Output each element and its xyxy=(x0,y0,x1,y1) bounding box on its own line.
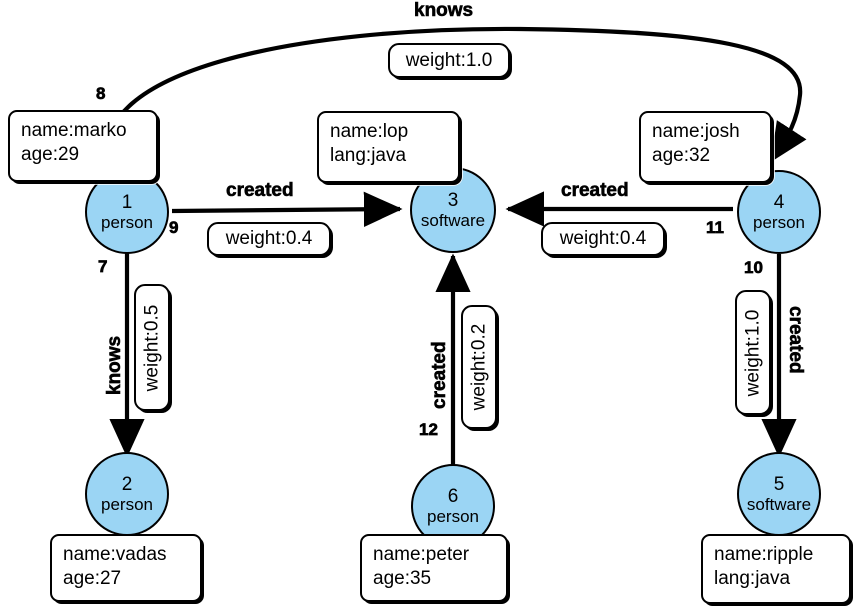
edge-10-weight: weight:1.0 xyxy=(742,309,763,396)
node-5-id: 5 xyxy=(773,473,785,495)
edge-8-path xyxy=(105,26,807,166)
node-2-prop-line-1: name:vadas xyxy=(63,544,167,565)
edge-12-label: created xyxy=(429,341,451,409)
node-5-prop-line-2: lang:java xyxy=(714,568,791,590)
edge-7-number: 7 xyxy=(98,257,108,277)
edge-10-number: 10 xyxy=(744,258,764,278)
node-6-type: person xyxy=(427,507,479,527)
node-5-type: software xyxy=(746,495,812,515)
node-4-prop-line-1: name:josh xyxy=(652,121,740,142)
node-4-type: person xyxy=(753,213,805,233)
edge-12-weight: weight:0.2 xyxy=(468,323,489,411)
node-4-properties: name:josh age:32 xyxy=(639,111,772,183)
node-2-id: 2 xyxy=(121,473,133,495)
edge-11-weight: weight:0.4 xyxy=(559,228,647,249)
node-3-type: software xyxy=(420,211,486,231)
edge-10-label: created xyxy=(785,306,807,374)
edge-8-weight: weight:1.0 xyxy=(405,49,493,71)
node-6-prop-line-1: name:peter xyxy=(373,544,470,565)
edge-9-weight: weight:0.4 xyxy=(225,228,313,249)
node-4-prop-line-2: age:32 xyxy=(652,145,711,167)
edge-10-weight-box: weight:1.0 xyxy=(735,290,771,415)
edge-11-label: created xyxy=(561,180,629,202)
node-1-properties: name:marko age:29 xyxy=(8,110,158,182)
node-2-properties: name:vadas age:27 xyxy=(50,534,202,602)
node-5-prop-line-1: name:ripple xyxy=(714,544,814,565)
node-3-prop-line-2: lang:java xyxy=(330,145,407,167)
node-6-id: 6 xyxy=(447,485,459,507)
node-5[interactable]: 5 software xyxy=(737,452,821,536)
node-1-prop-line-2: age:29 xyxy=(21,144,80,166)
node-1[interactable]: 1 person xyxy=(85,170,169,254)
edge-7-weight: weight:0.5 xyxy=(141,304,162,391)
edge-8-weight-box: weight:1.0 xyxy=(388,43,510,78)
edge-9-path xyxy=(171,191,403,227)
node-2-prop-line-2: age:27 xyxy=(63,568,122,590)
edge-12-number: 12 xyxy=(419,420,439,440)
node-5-properties: name:ripple lang:java xyxy=(701,534,851,604)
edge-11-number: 11 xyxy=(706,218,725,238)
node-2[interactable]: 2 person xyxy=(85,452,169,536)
node-3-id: 3 xyxy=(447,189,459,211)
node-6-prop-line-2: age:35 xyxy=(373,568,432,590)
node-1-id: 1 xyxy=(121,191,133,213)
node-3-prop-line-1: name:lop xyxy=(330,121,409,142)
edge-9-label: created xyxy=(226,180,294,202)
node-6-properties: name:peter age:35 xyxy=(360,534,508,602)
node-1-prop-line-1: name:marko xyxy=(21,120,127,141)
node-4[interactable]: 4 person xyxy=(737,170,821,254)
edge-8-label: knows xyxy=(414,0,474,21)
node-3-properties: name:lop lang:java xyxy=(317,111,460,183)
edge-9-weight-box: weight:0.4 xyxy=(207,222,331,256)
edge-8-number: 8 xyxy=(96,84,106,104)
node-4-id: 4 xyxy=(773,191,785,213)
edge-9-number: 9 xyxy=(169,218,179,238)
edge-7-weight-box: weight:0.5 xyxy=(134,284,170,411)
edge-7-label: knows xyxy=(104,335,126,396)
node-2-type: person xyxy=(101,495,153,515)
edge-12-weight-box: weight:0.2 xyxy=(461,305,497,429)
edge-11-weight-box: weight:0.4 xyxy=(541,222,665,256)
node-1-type: person xyxy=(101,213,153,233)
